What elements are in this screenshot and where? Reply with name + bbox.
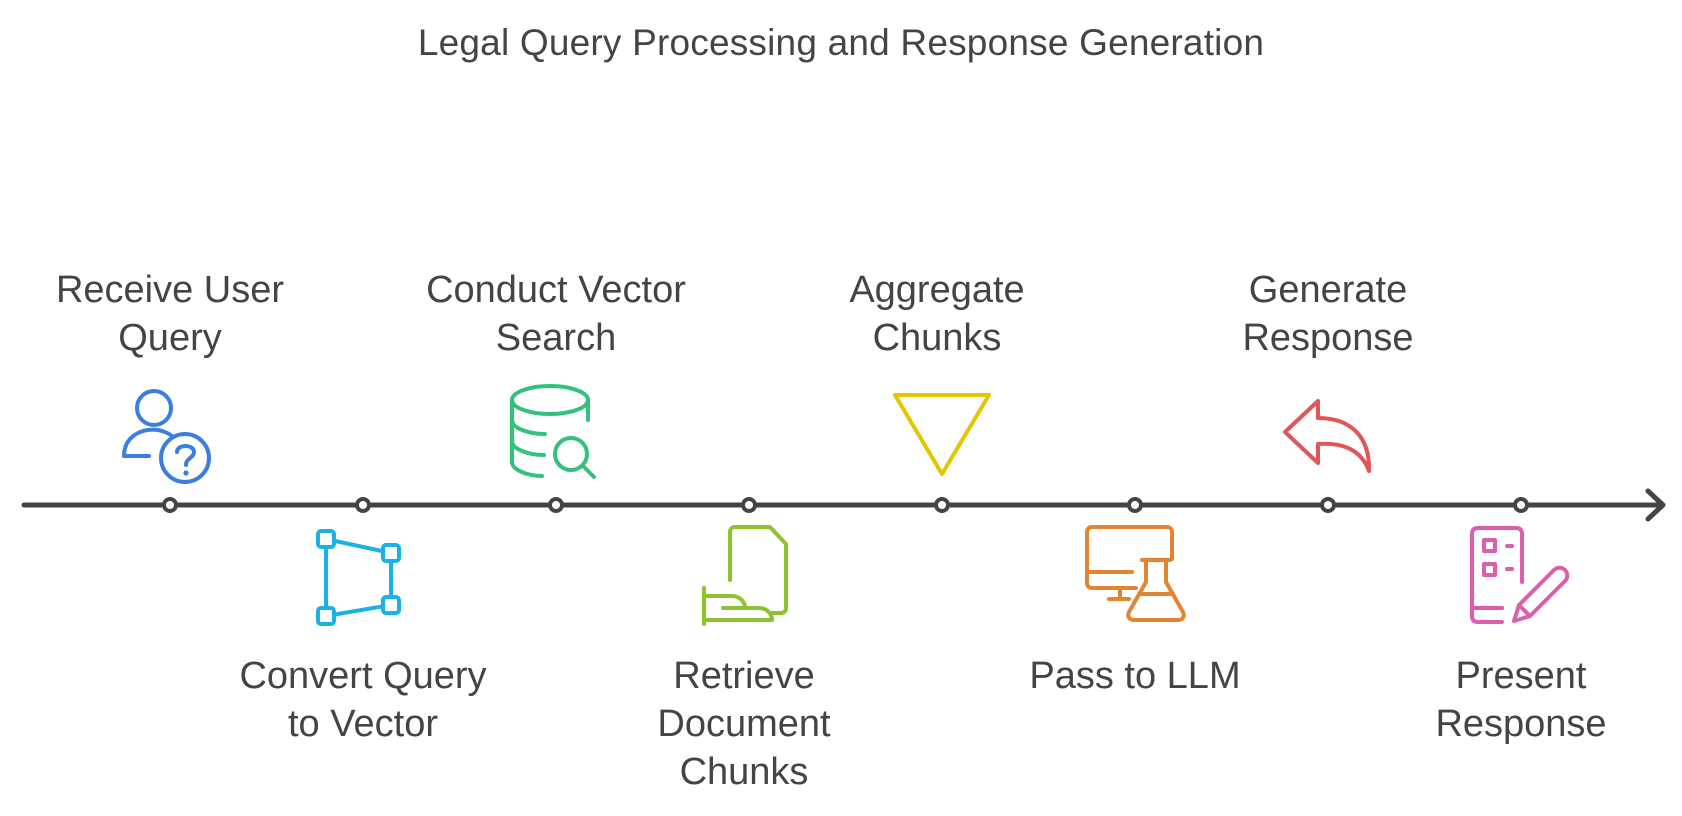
vector-shape-icon (316, 529, 401, 626)
timeline-arrowhead (1645, 488, 1666, 522)
triangle-down-icon (893, 393, 991, 476)
timeline-node (548, 497, 564, 513)
database-search-icon (510, 384, 596, 479)
document-hand-icon (702, 525, 788, 626)
monitor-flask-icon (1085, 525, 1186, 622)
diagram-title: Legal Query Processing and Response Gene… (417, 22, 1265, 63)
timeline-node (1513, 497, 1529, 513)
timeline-node (355, 497, 371, 513)
timeline-node (162, 497, 178, 513)
checklist-pencil-icon (1470, 526, 1570, 624)
reply-arrow-icon (1283, 399, 1372, 473)
timeline-node (1320, 497, 1336, 513)
timeline-node (934, 497, 950, 513)
step-label-pass-to-llm: Pass to LLM (1029, 655, 1241, 697)
user-question-icon (122, 389, 211, 484)
timeline-node (741, 497, 757, 513)
timeline-node (1127, 497, 1143, 513)
